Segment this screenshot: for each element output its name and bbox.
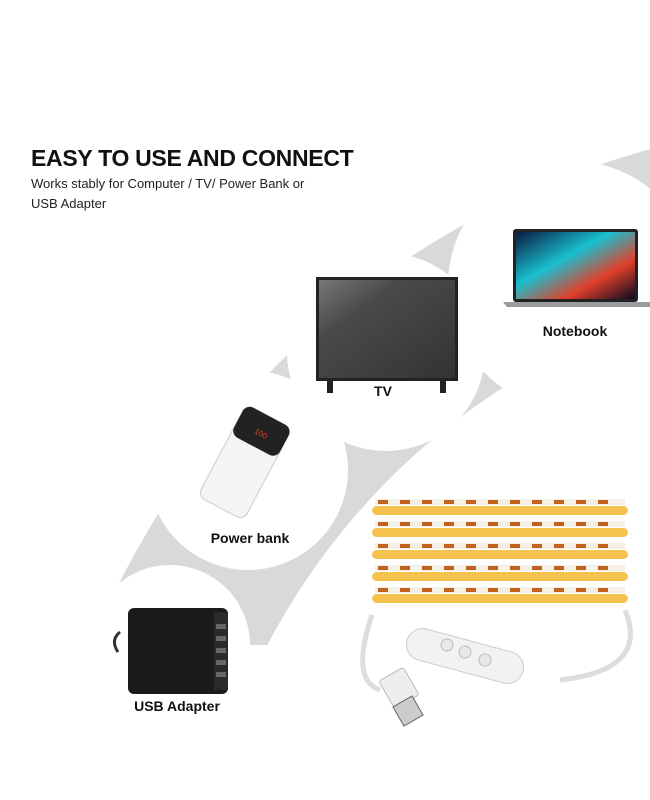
strip-pad — [466, 588, 476, 592]
strip-pad — [488, 500, 498, 504]
strip-pcb — [375, 565, 625, 571]
strip-pad — [510, 544, 520, 548]
strip-pad — [444, 500, 454, 504]
strip-pad — [400, 566, 410, 570]
usb-charger-icon — [113, 608, 228, 694]
strip-led-row — [372, 572, 628, 581]
subtitle-line-1: Works stably for Computer / TV/ Power Ba… — [31, 176, 305, 191]
strip-pad — [378, 522, 388, 526]
strip-pad — [576, 544, 586, 548]
strip-pad — [444, 522, 454, 526]
strip-pad — [400, 588, 410, 592]
strip-pad — [532, 544, 542, 548]
strip-pad — [466, 566, 476, 570]
strip-pad — [532, 500, 542, 504]
strip-pad — [422, 522, 432, 526]
page-title: EASY TO USE AND CONNECT — [31, 145, 354, 171]
strip-pad — [378, 544, 388, 548]
strip-pad — [422, 588, 432, 592]
strip-pad — [378, 588, 388, 592]
led-strip-image — [360, 499, 633, 727]
label-tv: TV — [374, 383, 392, 399]
strip-pad — [554, 522, 564, 526]
strip-pad — [488, 522, 498, 526]
label-power-bank: Power bank — [210, 530, 290, 546]
strip-pad — [510, 588, 520, 592]
strip-pcb — [375, 499, 625, 505]
label-usb-adapter: USB Adapter — [134, 698, 220, 714]
strip-pad — [444, 566, 454, 570]
strip-pad — [400, 544, 410, 548]
strip-pad — [598, 544, 608, 548]
strip-pad — [466, 522, 476, 526]
strip-pad — [488, 566, 498, 570]
label-notebook: Notebook — [542, 323, 608, 339]
strip-pad — [422, 500, 432, 504]
strip-led-row — [372, 506, 628, 515]
strip-pad — [466, 500, 476, 504]
tv-icon — [316, 277, 458, 393]
strip-pad — [532, 588, 542, 592]
strip-pad — [510, 566, 520, 570]
strip-pad — [554, 588, 564, 592]
strip-pad — [510, 500, 520, 504]
strip-pad — [598, 566, 608, 570]
strip-pad — [598, 588, 608, 592]
strip-pad — [422, 566, 432, 570]
strip-pad — [554, 544, 564, 548]
laptop-icon — [503, 229, 650, 307]
strip-led-row — [372, 594, 628, 603]
strip-pcb — [375, 543, 625, 549]
strip-pad — [532, 522, 542, 526]
strip-pad — [488, 588, 498, 592]
strip-pad — [576, 522, 586, 526]
power-bank-icon: 100 — [199, 406, 290, 519]
strip-pad — [488, 544, 498, 548]
strip-pad — [532, 566, 542, 570]
subtitle-line-2: USB Adapter — [31, 196, 107, 211]
strip-pad — [554, 500, 564, 504]
strip-pad — [378, 500, 388, 504]
strip-pad — [466, 544, 476, 548]
strip-pad — [510, 522, 520, 526]
strip-pad — [576, 566, 586, 570]
strip-pad — [400, 500, 410, 504]
strip-pcb — [375, 521, 625, 527]
strip-pad — [400, 522, 410, 526]
strip-pad — [576, 500, 586, 504]
strip-pad — [444, 588, 454, 592]
strip-led-row — [372, 528, 628, 537]
strip-led-row — [372, 550, 628, 559]
strip-pad — [444, 544, 454, 548]
strip-pad — [576, 588, 586, 592]
strip-pad — [554, 566, 564, 570]
strip-pad — [598, 500, 608, 504]
strip-pad — [598, 522, 608, 526]
strip-pcb — [375, 587, 625, 593]
strip-pad — [378, 566, 388, 570]
strip-pad — [422, 544, 432, 548]
